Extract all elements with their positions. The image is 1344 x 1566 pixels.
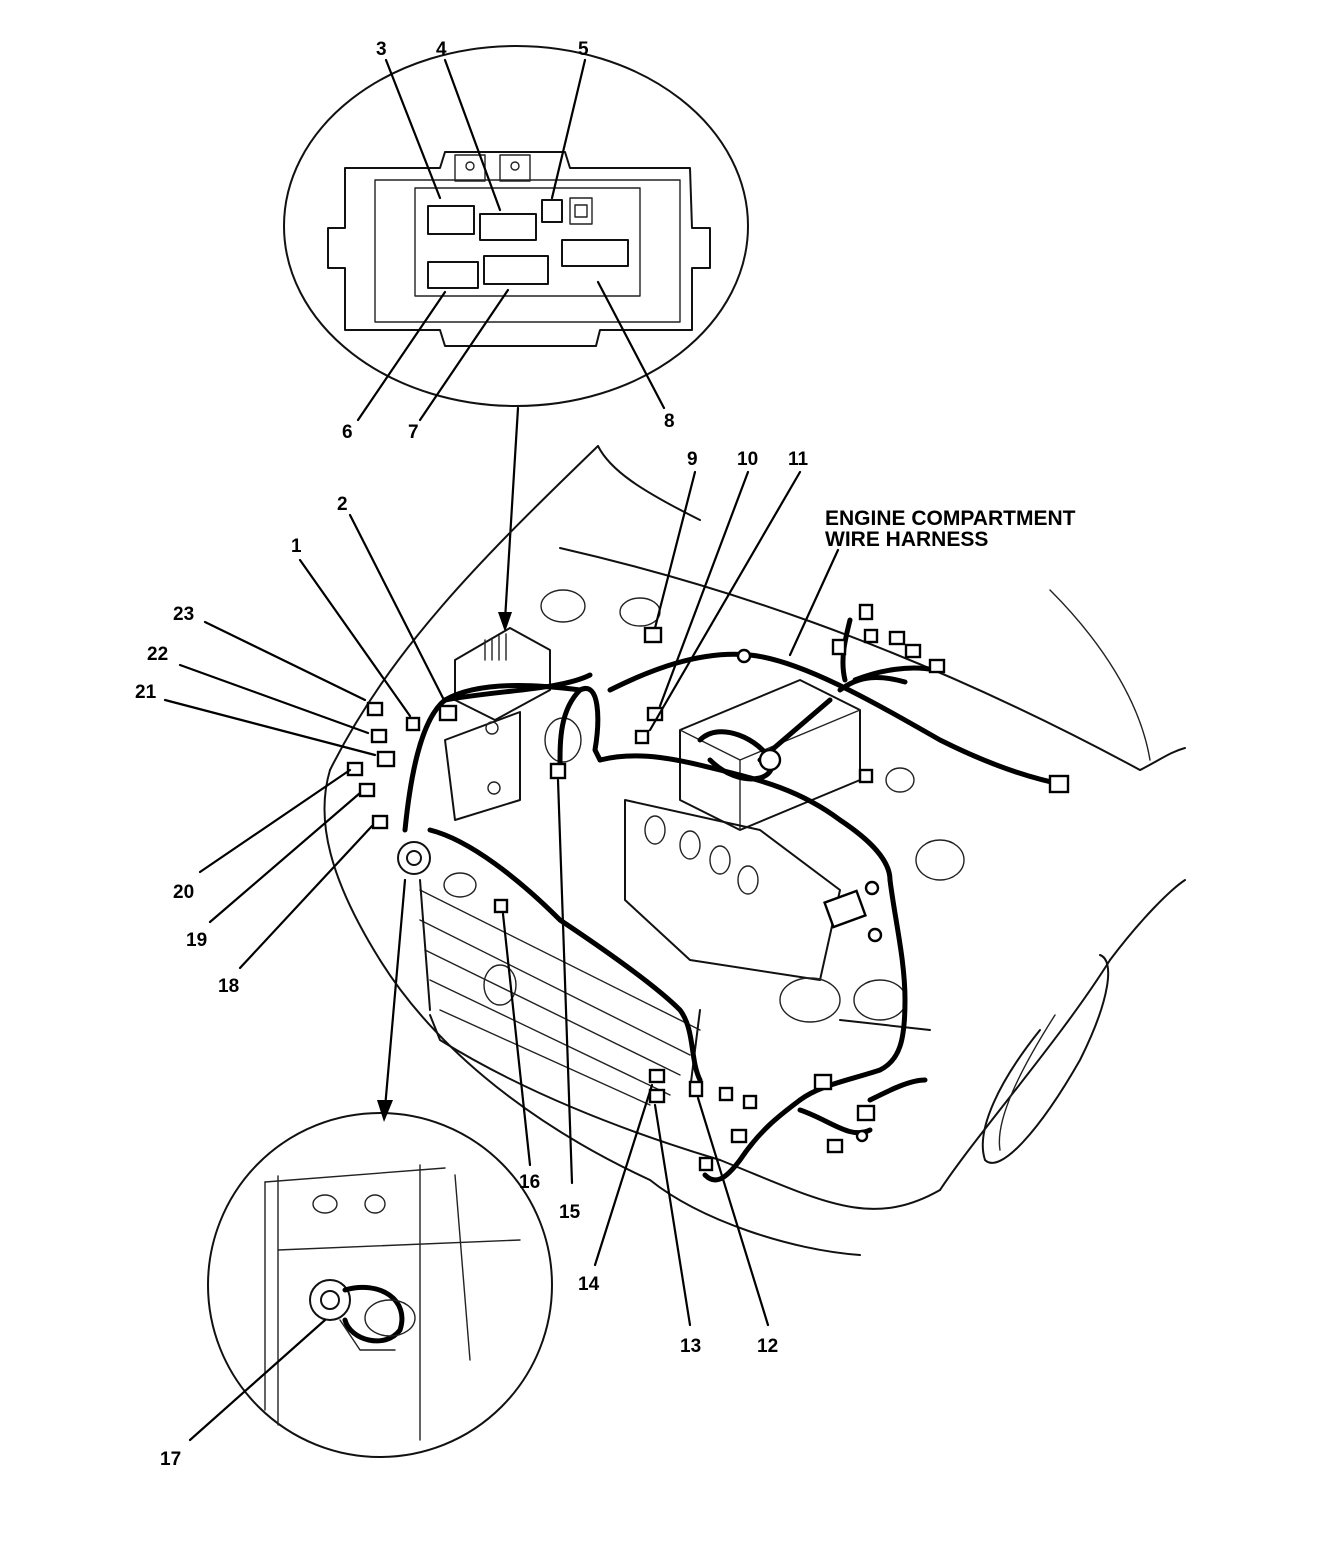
callout-17: 17 [160,1449,181,1470]
callout-22: 22 [147,644,168,665]
callout-10: 10 [737,449,758,470]
callout-7: 7 [408,422,419,443]
callout-3: 3 [376,39,387,60]
callout-labels: 1 2 3 4 5 6 7 8 9 10 11 12 13 14 15 16 1… [135,39,809,1470]
callout-13: 13 [680,1336,701,1357]
horn-pointer-arrow [383,878,407,1110]
horn-detail [207,1112,553,1458]
detail-pointer-arrow [503,406,520,622]
callout-16: 16 [519,1172,540,1193]
callout-15: 15 [559,1202,581,1223]
connectors [346,603,1070,1172]
callout-6: 6 [342,422,353,443]
harness-title-line1: ENGINE COMPARTMENT [825,507,1076,530]
callout-20: 20 [173,882,194,903]
callout-23: 23 [173,604,194,625]
callout-8: 8 [664,411,675,432]
callout-9: 9 [687,449,698,470]
fuse-box-detail [283,45,749,407]
callout-14: 14 [578,1274,600,1295]
car-body [323,445,1186,1256]
callout-4: 4 [436,39,447,60]
callout-1: 1 [291,536,302,557]
leader-lines [163,58,840,1442]
callout-11: 11 [788,449,809,470]
callout-5: 5 [578,39,589,60]
harness-title-line2: WIRE HARNESS [825,528,988,551]
callout-21: 21 [135,682,157,703]
callout-12: 12 [757,1336,778,1357]
callout-18: 18 [218,976,239,997]
callout-2: 2 [337,494,348,515]
callout-19: 19 [186,930,207,951]
engine-components [397,589,965,1023]
